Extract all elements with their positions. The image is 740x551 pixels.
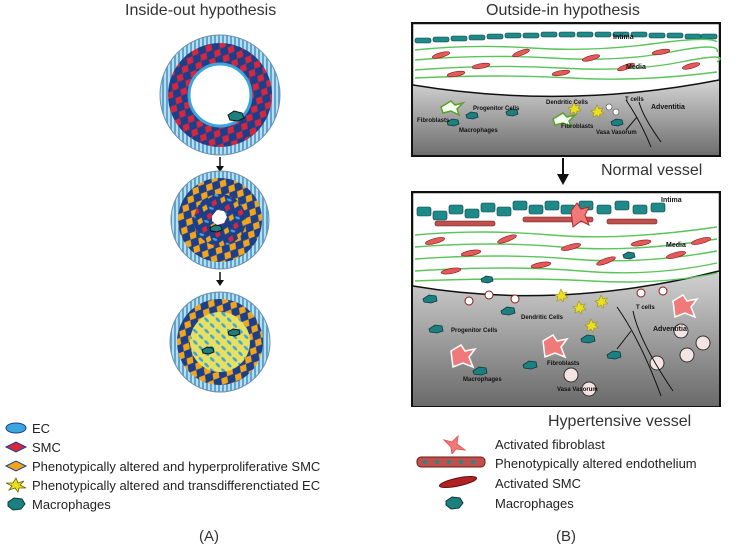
adventitia-label: Adventitia — [651, 104, 685, 111]
altered-smc-diamond-icon — [4, 460, 28, 472]
media-label-hypertensive: Media — [666, 242, 686, 249]
media-label: Media — [626, 64, 646, 71]
smc-diamond-icon — [4, 441, 28, 453]
fibroblasts-label-2: Fibroblasts — [561, 124, 594, 130]
legend-altered-smc-label: Phenotypically altered and hyperprolifer… — [32, 459, 321, 474]
adventitia-label-hypertensive: Adventitia — [653, 326, 687, 333]
intima-label-hypertensive: Intima — [661, 197, 682, 204]
fibroblasts-label-hypertensive: Fibroblasts — [547, 361, 580, 367]
t-cells-label-hypertensive: T cells — [636, 305, 655, 311]
progenitor-cells-label-hypertensive: Progenitor Cells — [451, 328, 498, 334]
dendritic-cells-label: Dendritic Cells — [546, 100, 589, 106]
macrophage-icon — [445, 496, 464, 510]
legend-smc-label: SMC — [32, 440, 61, 455]
macrophages-label: Macrophages — [459, 128, 498, 134]
normal-vessel-label: Normal vessel — [601, 162, 703, 179]
vessel-occluded-cross-section — [169, 291, 271, 393]
legend-activated-smc-label: Activated SMC — [495, 476, 581, 491]
vasa-vasorum-label: Vasa Vasorum — [596, 130, 637, 136]
panel-a-label: (A) — [199, 528, 219, 545]
hypertensive-vessel-diagram: Intima Media Adventitia T cells Dendriti… — [411, 191, 721, 407]
vasa-vasorum-label-hypertensive: Vasa Vasorum — [557, 387, 598, 393]
legend-transdifferentiated-ec-label: Phenotypically altered and transdifferen… — [32, 478, 321, 493]
fibroblasts-label: Fibroblasts — [417, 118, 450, 124]
intima-label: Intima — [613, 34, 634, 41]
hypertensive-vessel-label: Hypertensive vessel — [548, 413, 692, 430]
vessel-early-remodeling-cross-section — [170, 170, 270, 270]
legend-activated-fibroblast-label: Activated fibroblast — [495, 437, 605, 452]
altered-endothelium-icon — [416, 456, 486, 468]
dendritic-cells-label-hypertensive: Dendritic Cells — [521, 315, 564, 321]
legend-macrophages-label: Macrophages — [32, 497, 111, 512]
progenitor-cells-label: Progenitor Cells — [473, 106, 520, 112]
legend-altered-endothelium-label: Phenotypically altered endothelium — [495, 456, 697, 471]
macrophages-label-hypertensive: Macrophages — [463, 377, 502, 383]
inside-out-diagram — [159, 34, 281, 393]
activated-smc-icon — [438, 475, 478, 489]
macrophage-icon — [7, 497, 26, 511]
outside-in-title: Outside-in hypothesis — [486, 2, 640, 19]
inside-out-title: Inside-out hypothesis — [125, 2, 277, 19]
down-arrow-icon — [557, 158, 569, 185]
legend-ec-label: EC — [32, 421, 51, 436]
normal-vessel-diagram: Intima Media Adventitia T cells Dendriti… — [411, 22, 721, 157]
legend-macrophages-label-right: Macrophages — [495, 496, 574, 511]
activated-fibroblast-icon — [442, 434, 467, 454]
t-cells-label: T cells — [625, 97, 644, 103]
vessel-normal-cross-section — [159, 34, 281, 156]
transdifferentiated-ec-star-icon — [5, 477, 27, 493]
panel-b-label: (B) — [556, 528, 576, 545]
ec-ellipse-icon — [5, 422, 27, 434]
